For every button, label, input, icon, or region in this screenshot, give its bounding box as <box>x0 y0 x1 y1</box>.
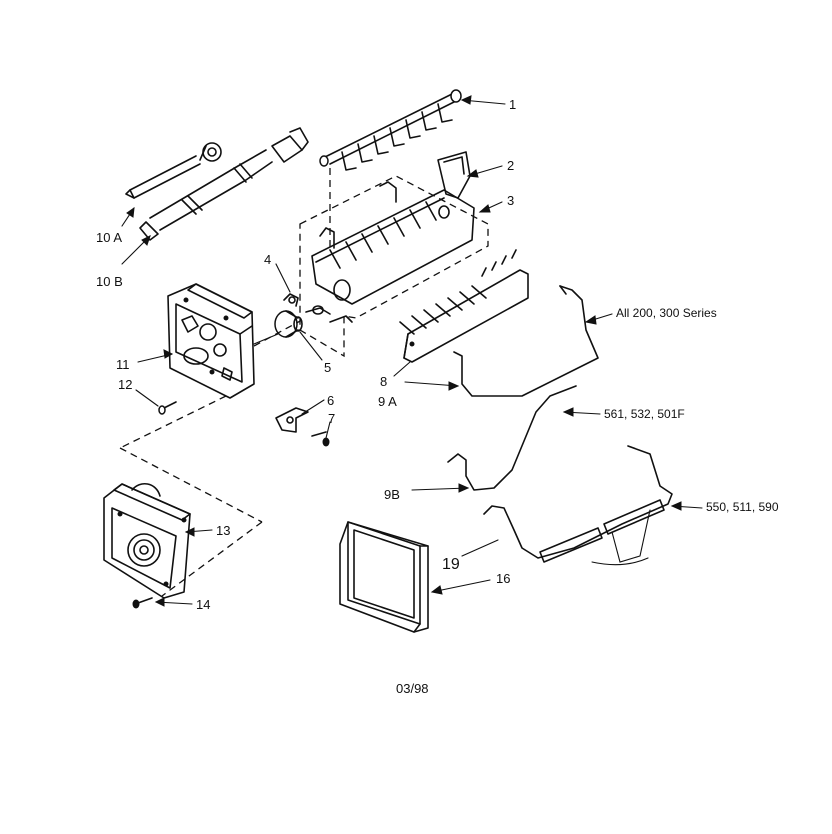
callout-series-561: 561, 532, 501F <box>604 407 685 421</box>
label-part-13: 13 <box>216 523 230 538</box>
label-part-9a: 9 A <box>378 394 397 409</box>
label-part-3: 3 <box>507 193 514 208</box>
label-part-19: 19 <box>442 556 460 573</box>
part-10-wiring-harness <box>121 127 309 265</box>
label-part-4: 4 <box>264 252 271 267</box>
part-9b-shutoff-arm <box>411 385 601 493</box>
label-part-14: 14 <box>196 597 210 612</box>
part-13-motor <box>103 483 213 599</box>
part-9a-shutoff-arm <box>404 285 613 397</box>
part-11-housing <box>137 283 279 399</box>
label-part-12: 12 <box>118 377 132 392</box>
label-part-5: 5 <box>324 360 331 375</box>
label-part-1: 1 <box>509 97 516 112</box>
label-part-11: 11 <box>116 357 130 372</box>
label-part-6: 6 <box>327 393 334 408</box>
part-1-ejector <box>319 89 506 171</box>
date-code: 03/98 <box>396 681 429 696</box>
label-part-16: 16 <box>496 571 510 586</box>
part-6-7-bracket <box>275 399 331 447</box>
part-19-shutoff-arm <box>461 445 703 566</box>
part-8-guard <box>393 249 529 377</box>
part-4-5-thermostat <box>274 263 353 361</box>
label-part-10a: 10 A <box>96 230 122 245</box>
part-3-ice-mold <box>299 168 503 358</box>
assembly-dashed-lines <box>119 319 303 597</box>
label-part-9b: 9B <box>384 487 400 502</box>
part-12-screw <box>135 389 177 415</box>
label-part-10b: 10 B <box>96 274 123 289</box>
label-part-2: 2 <box>507 158 514 173</box>
callout-series-550: 550, 511, 590 <box>706 500 779 514</box>
label-part-8: 8 <box>380 374 387 389</box>
part-14-screw <box>132 597 193 609</box>
part-2-fill-cup <box>437 151 503 199</box>
label-part-7: 7 <box>328 411 335 426</box>
part-16-front-cover <box>339 521 491 633</box>
callout-series-all: All 200, 300 Series <box>616 306 717 320</box>
